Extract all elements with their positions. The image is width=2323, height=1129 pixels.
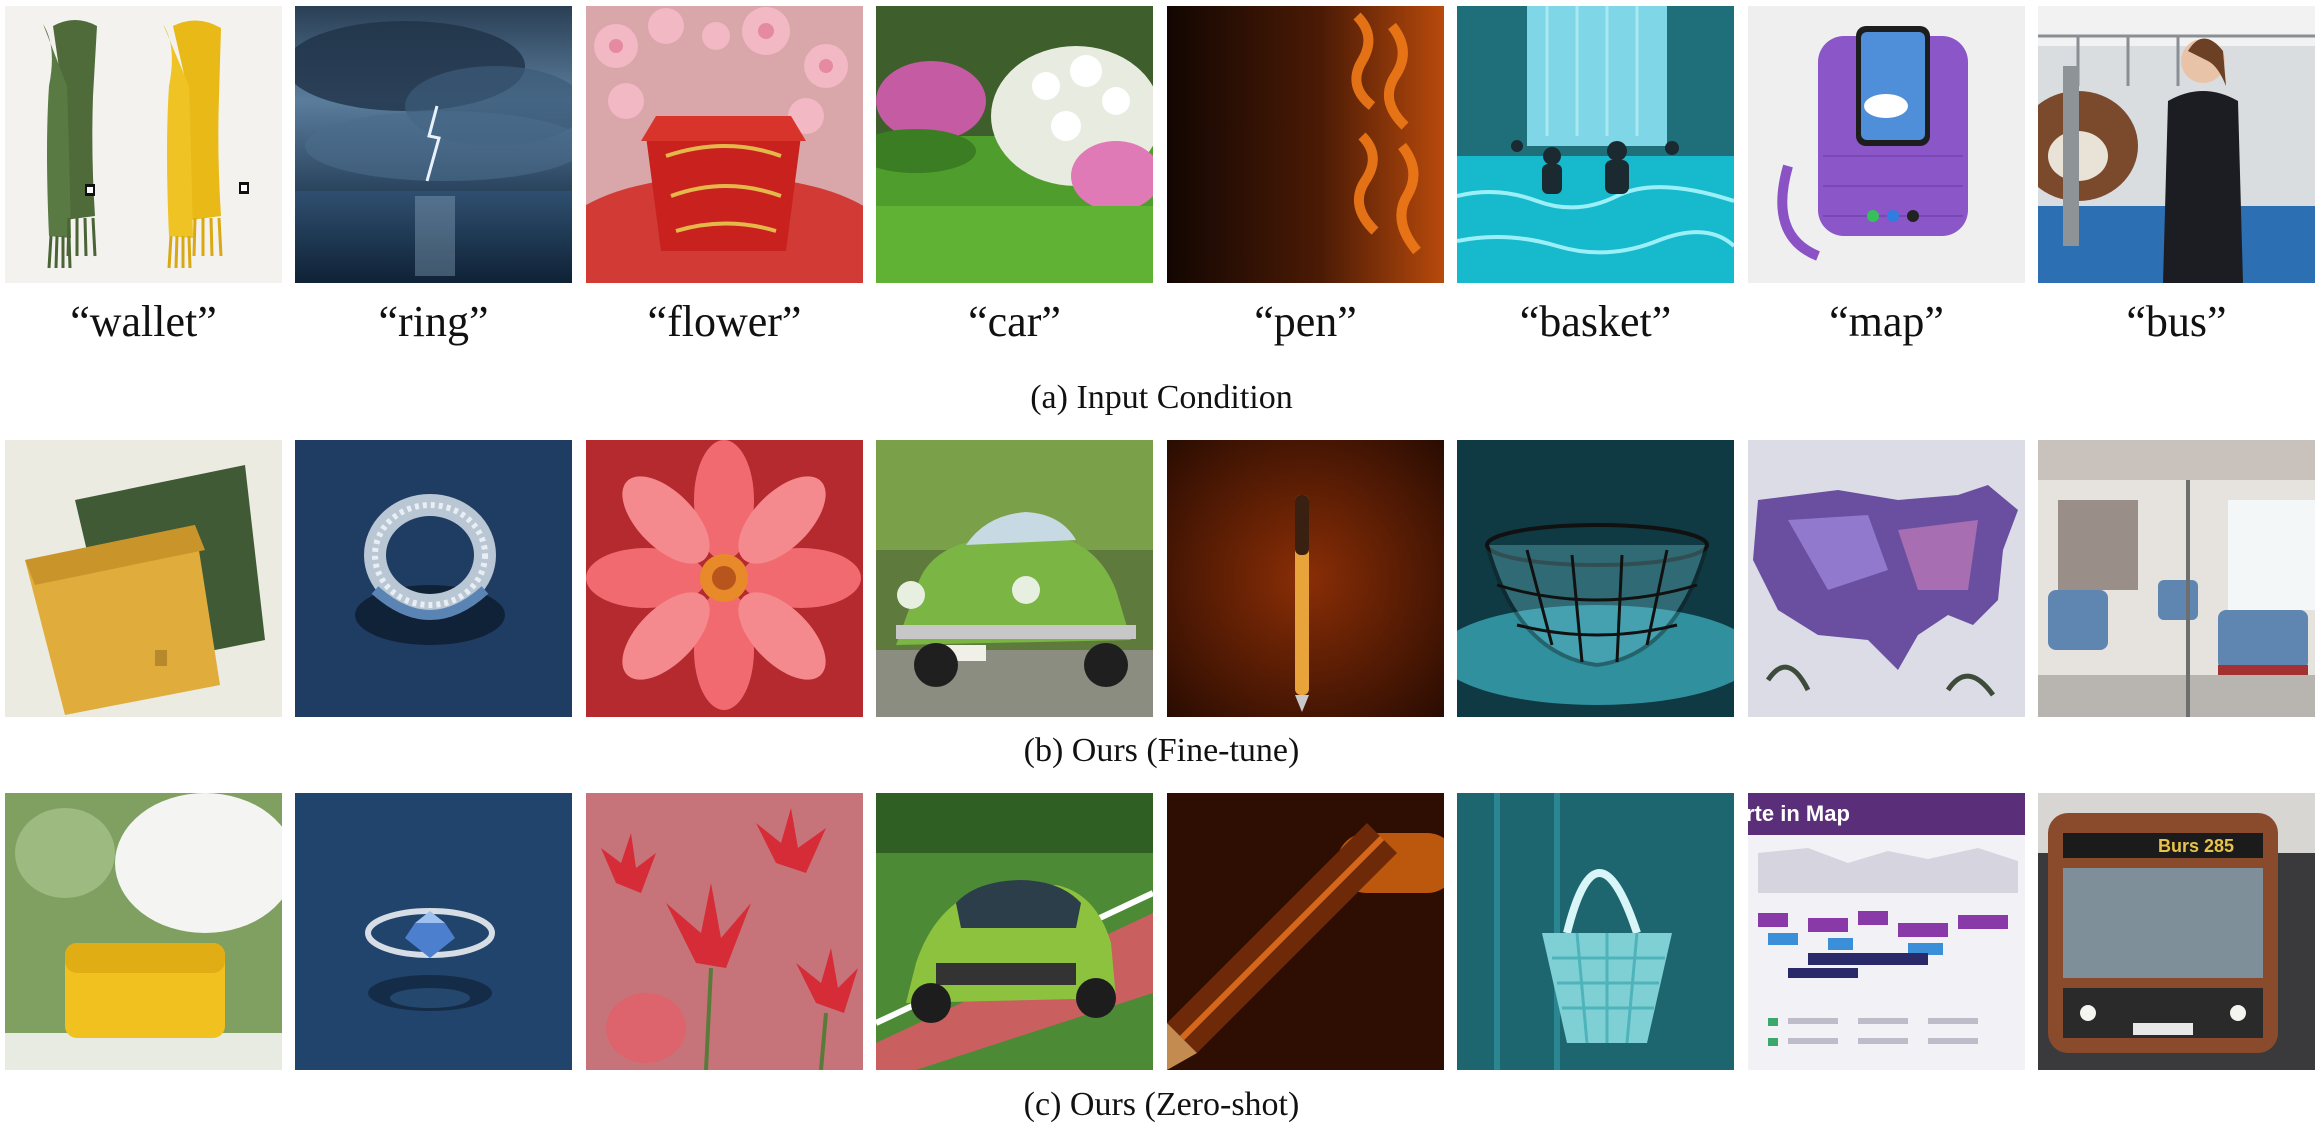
bus-sign-text: Burs 285 (2158, 836, 2234, 856)
input-image-orange-abstract (1167, 6, 1444, 283)
caption-finetune: (b) Ours (Fine-tune) (1023, 732, 1300, 769)
finetune-image-pen (1167, 440, 1444, 717)
prompt-label-pen: “pen” (1254, 297, 1357, 346)
finetune-image-flower (586, 440, 863, 717)
prompt-label-wallet: “wallet” (70, 297, 217, 346)
prompt-label-flower: “flower” (647, 297, 802, 346)
row-finetune (0, 440, 2323, 717)
prompt-label-basket: “basket” (1519, 297, 1672, 346)
finetune-image-wallet (5, 440, 282, 717)
input-image-scarves (5, 6, 282, 283)
finetune-image-basket (1457, 440, 1734, 717)
prompt-label-car: “car” (968, 297, 1061, 346)
input-image-gift-box-blossoms (586, 6, 863, 283)
row-input-condition: “wallet” “ring” “flower” “car” “pen” “ba… (0, 6, 2323, 344)
caption-input-condition: (a) Input Condition (1030, 379, 1293, 416)
zeroshot-image-basket (1457, 793, 1734, 1070)
prompt-label-ring: “ring” (378, 297, 489, 346)
prompt-label-bus: “bus” (2126, 297, 2227, 346)
finetune-image-car (876, 440, 1153, 717)
zeroshot-image-pen (1167, 793, 1444, 1070)
map-banner-text: rte in Map (1748, 801, 1850, 826)
finetune-image-ring (295, 440, 572, 717)
zeroshot-image-map-dashboard: rte in Map (1748, 793, 2025, 1070)
zeroshot-image-car (876, 793, 1153, 1070)
zeroshot-image-wallet (5, 793, 282, 1070)
zeroshot-image-ring (295, 793, 572, 1070)
zeroshot-image-flowers (586, 793, 863, 1070)
input-image-pool (1457, 6, 1734, 283)
row-zeroshot: rte in Map Burs 285 (0, 793, 2323, 1070)
input-image-lightning-sea (295, 6, 572, 283)
caption-zeroshot: (c) Ours (Zero-shot) (1023, 1086, 1300, 1123)
prompt-label-map: “map” (1829, 297, 1944, 346)
input-image-cow-barn (2038, 6, 2315, 283)
finetune-image-map (1748, 440, 2025, 717)
finetune-image-bus (2038, 440, 2315, 717)
zeroshot-image-bus: Burs 285 (2038, 793, 2315, 1070)
input-image-phone-bag (1748, 6, 2025, 283)
input-image-garden (876, 6, 1153, 283)
